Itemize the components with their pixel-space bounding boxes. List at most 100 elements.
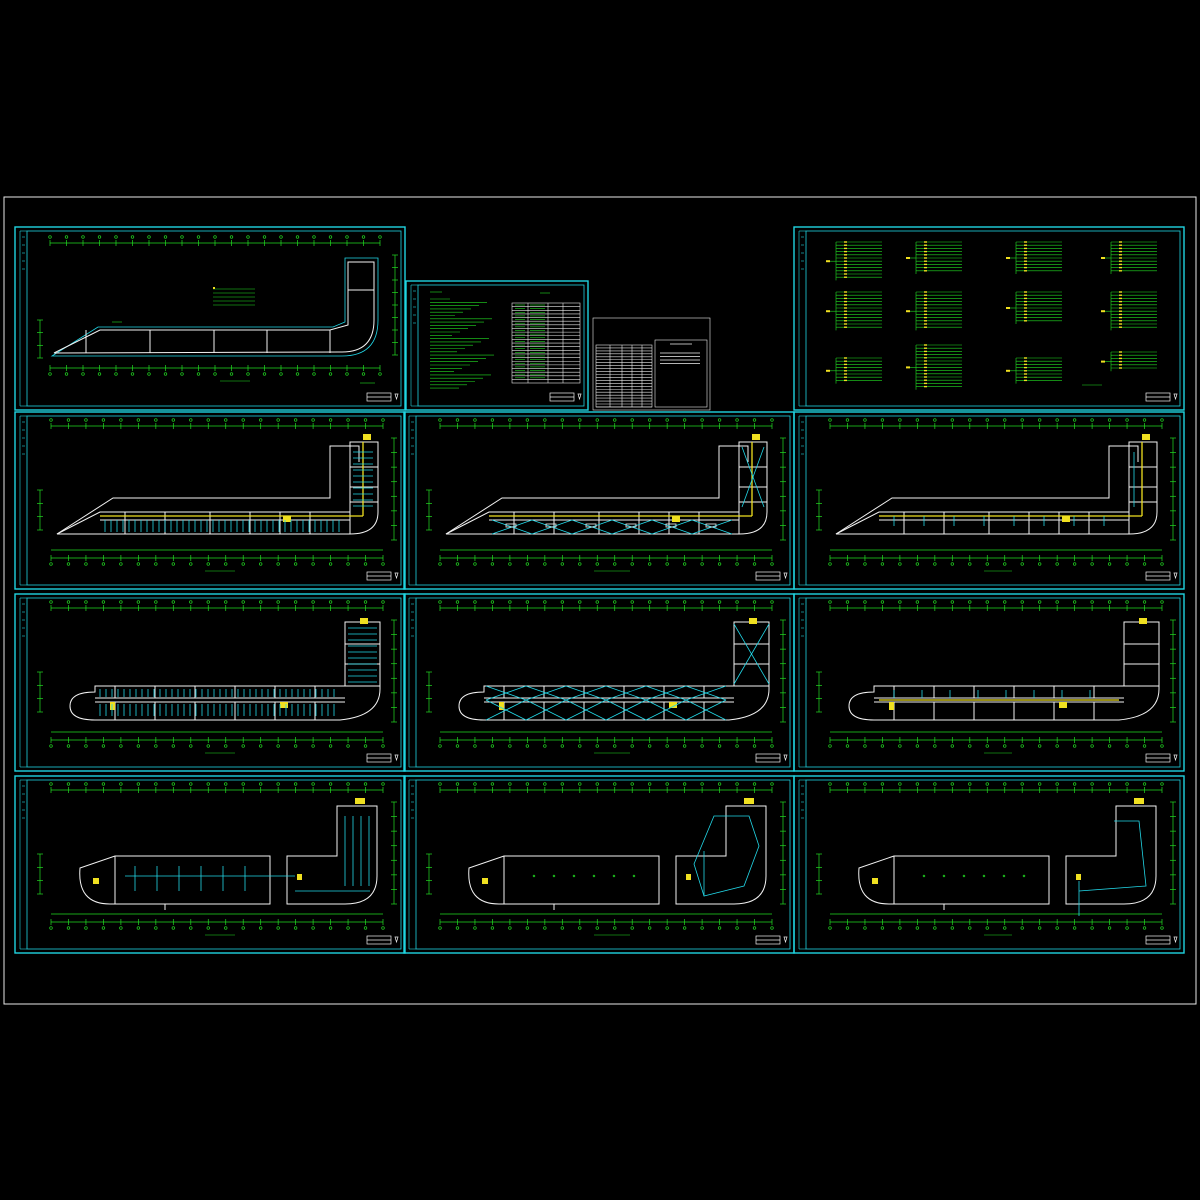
detector bbox=[922, 874, 926, 878]
axis-bubble bbox=[950, 926, 954, 930]
axis-bubble bbox=[682, 782, 687, 786]
roof-outline bbox=[56, 445, 360, 535]
axis-bubble bbox=[259, 600, 263, 604]
axis-bubble bbox=[508, 926, 512, 930]
breaker bbox=[844, 357, 847, 359]
axis-bubble bbox=[378, 235, 382, 239]
axis-bubble bbox=[438, 926, 442, 930]
distribution-box bbox=[360, 618, 368, 624]
axis-bubble bbox=[1072, 418, 1077, 422]
axis-bubble bbox=[241, 744, 245, 748]
axis-bubble bbox=[66, 782, 71, 786]
axis-bubble bbox=[630, 600, 634, 604]
room-label bbox=[585, 523, 597, 528]
axis-bubble bbox=[84, 562, 88, 566]
axis-bubble bbox=[950, 418, 954, 422]
distribution-box bbox=[752, 434, 760, 440]
axis-bubble bbox=[171, 926, 175, 930]
axis-bubble bbox=[363, 600, 368, 604]
breaker bbox=[1119, 323, 1122, 325]
breaker bbox=[1024, 241, 1027, 243]
east-block-outline bbox=[1065, 805, 1157, 905]
axis-bubble bbox=[241, 418, 245, 422]
axis-bubble bbox=[363, 744, 368, 748]
axis-bubble bbox=[613, 600, 617, 604]
axis-bubble bbox=[345, 235, 349, 239]
axis-bubble bbox=[613, 926, 617, 930]
axis-bubble bbox=[682, 418, 687, 422]
axis-bubble bbox=[1142, 600, 1147, 604]
axis-bubble bbox=[717, 744, 722, 748]
axis-bubble bbox=[136, 562, 141, 566]
room-label bbox=[665, 523, 677, 528]
axis-bubble bbox=[206, 600, 210, 604]
axis-bubble bbox=[1090, 782, 1094, 786]
outer-border bbox=[3, 196, 1197, 1005]
floor-outline bbox=[458, 621, 770, 721]
axis-bubble bbox=[490, 926, 495, 930]
axis-bubble bbox=[1072, 744, 1077, 748]
breaker bbox=[924, 316, 927, 319]
north-arrow-icon bbox=[394, 572, 399, 580]
axis-bubble bbox=[525, 782, 530, 786]
axis-bubble bbox=[595, 562, 599, 566]
axis-bubble bbox=[114, 372, 118, 376]
axis-bubble bbox=[189, 744, 193, 748]
axis-bubble bbox=[213, 372, 217, 376]
axis-bubble bbox=[665, 926, 669, 930]
breaker bbox=[924, 344, 927, 346]
axis-bubble bbox=[1055, 782, 1059, 786]
breaker bbox=[1024, 379, 1027, 382]
equipment-table bbox=[595, 344, 653, 408]
north-arrow-icon bbox=[1173, 936, 1178, 944]
room-label bbox=[625, 523, 637, 528]
sheet-border bbox=[793, 226, 1185, 411]
axis-bubble bbox=[206, 418, 210, 422]
axis-bubble bbox=[101, 418, 106, 422]
axis-bubble bbox=[968, 418, 972, 422]
stair-equipment bbox=[672, 516, 680, 522]
sheet-border bbox=[14, 593, 406, 772]
axis-bubble bbox=[154, 600, 158, 604]
axis-bubble bbox=[48, 235, 52, 239]
detector bbox=[552, 874, 556, 878]
axis-bubble bbox=[473, 600, 477, 604]
axis-bubble bbox=[206, 744, 210, 748]
fire-alarm-loop bbox=[693, 815, 760, 897]
axis-bubble bbox=[49, 782, 53, 786]
axis-bubble bbox=[180, 235, 184, 239]
axis-bubble bbox=[845, 562, 850, 566]
equipment-panel bbox=[297, 874, 302, 880]
axis-bubble bbox=[578, 600, 582, 604]
east-block-outline bbox=[675, 805, 767, 905]
axis-bubble bbox=[613, 744, 617, 748]
axis-bubble bbox=[361, 235, 366, 239]
axis-bubble bbox=[828, 418, 832, 422]
axis-bubble bbox=[863, 562, 867, 566]
axis-bubble bbox=[206, 782, 210, 786]
axis-bubble bbox=[863, 418, 867, 422]
breaker bbox=[1119, 291, 1122, 293]
axis-bubble bbox=[845, 418, 850, 422]
breaker bbox=[924, 241, 927, 243]
axis-bubble bbox=[311, 926, 315, 930]
incoming-breaker bbox=[906, 257, 910, 259]
sheet-floor-plan bbox=[403, 593, 795, 772]
axis-bubble bbox=[770, 926, 774, 930]
axis-bubble bbox=[828, 926, 832, 930]
axis-bubble bbox=[648, 926, 652, 930]
axis-bubble bbox=[189, 418, 193, 422]
incoming-breaker bbox=[1101, 310, 1105, 313]
axis-bubble bbox=[171, 744, 175, 748]
axis-bubble bbox=[752, 562, 757, 566]
sheet-border bbox=[14, 226, 406, 411]
axis-bubble bbox=[828, 562, 832, 566]
breaker bbox=[844, 273, 847, 275]
sheet-border bbox=[14, 775, 406, 954]
axis-bubble bbox=[770, 600, 774, 604]
breaker bbox=[844, 241, 847, 243]
breaker bbox=[1119, 351, 1122, 353]
axis-bubble bbox=[682, 926, 687, 930]
breaker bbox=[844, 360, 847, 362]
axis-bubble bbox=[700, 782, 704, 786]
